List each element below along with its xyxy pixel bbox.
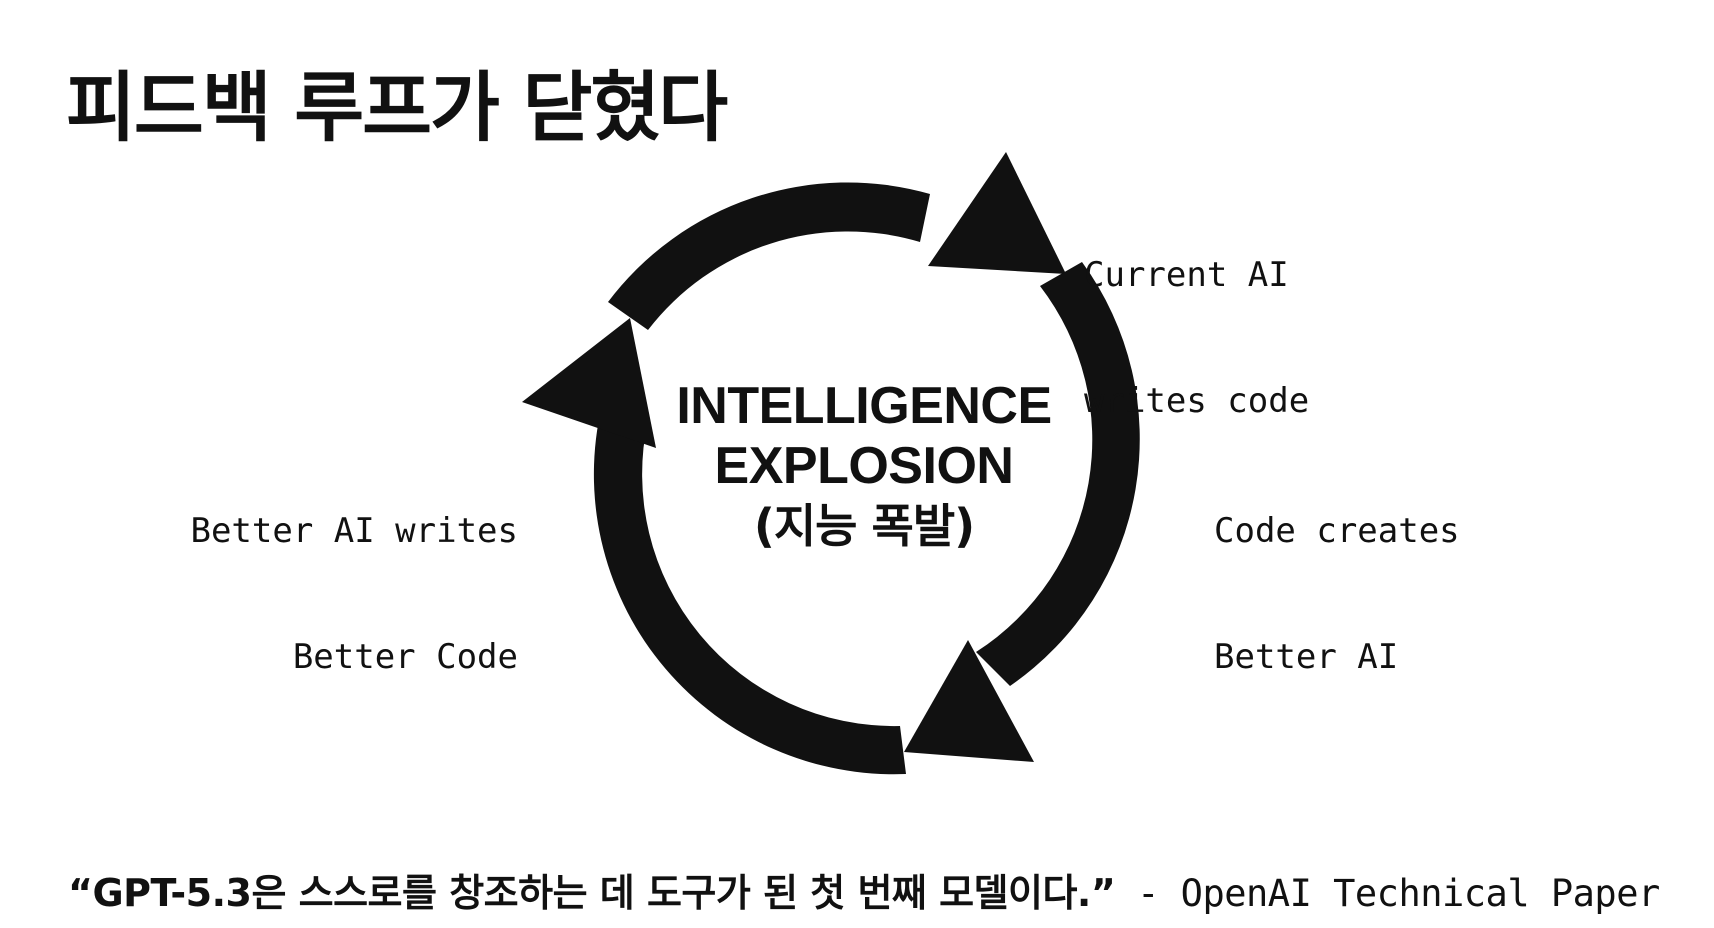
right-arc xyxy=(976,262,1140,686)
left-arrowhead xyxy=(522,318,656,448)
label-current-ai-line-2: writes code xyxy=(1084,381,1310,421)
label-better-ai-line-2: Better Code xyxy=(292,637,518,677)
center-line-2: EXPLOSION xyxy=(714,437,1014,495)
label-code-creates: Code creates Better AI xyxy=(1214,426,1460,762)
label-current-ai-line-1: Current AI xyxy=(1084,255,1289,295)
center-label: INTELLIGENCE EXPLOSION (지능 폭발) xyxy=(660,376,1068,556)
top-arc xyxy=(608,182,930,330)
quote-source: - OpenAI Technical Paper xyxy=(1115,872,1660,915)
quote-text: “GPT-5.3은 스스로를 창조하는 데 도구가 된 첫 번째 모델이다.” xyxy=(68,871,1116,915)
quote: “GPT-5.3은 스스로를 창조하는 데 도구가 된 첫 번째 모델이다.” … xyxy=(68,862,1660,917)
label-current-ai: Current AI writes code xyxy=(1084,170,1309,506)
label-code-creates-line-2: Better AI xyxy=(1214,637,1399,677)
label-code-creates-line-1: Code creates xyxy=(1214,511,1460,551)
left-arc xyxy=(593,414,906,775)
center-line-1: INTELLIGENCE xyxy=(676,377,1052,435)
label-better-ai: Better AI writes Better Code xyxy=(170,426,518,762)
top-arrowhead xyxy=(928,152,1066,274)
slide-title: 피드백 루프가 닫혔다 xyxy=(66,63,728,152)
label-better-ai-line-1: Better AI writes xyxy=(190,511,518,551)
right-arrowhead xyxy=(904,640,1034,762)
center-line-3: (지능 폭발) xyxy=(753,499,975,553)
